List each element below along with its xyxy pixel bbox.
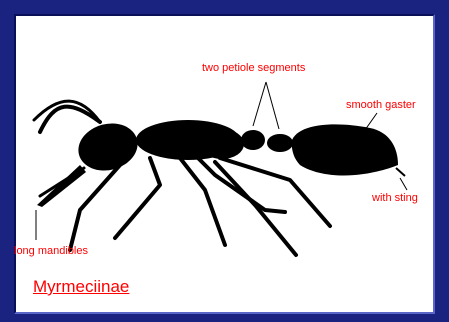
ant-sting xyxy=(396,168,405,176)
leg-front-2 xyxy=(115,158,160,238)
label-gaster: smooth gaster xyxy=(346,100,416,111)
pointer-sting xyxy=(400,178,407,190)
antenna-right xyxy=(34,101,100,122)
mandible-2 xyxy=(40,168,84,196)
ant-thorax-rear xyxy=(200,129,244,159)
label-petiole: two petiole segments xyxy=(202,63,305,74)
petiole-segment-2 xyxy=(267,134,293,152)
pointer-gaster xyxy=(365,113,377,130)
label-mandibles: long mandibles xyxy=(14,246,88,257)
pointer-petiole-1 xyxy=(253,82,266,126)
ant-gaster xyxy=(292,124,398,175)
petiole-segment-1 xyxy=(241,130,265,150)
diagram-title: Myrmeciinae xyxy=(33,278,129,295)
leg-mid-1 xyxy=(180,158,225,245)
label-sting: with sting xyxy=(372,193,418,204)
leg-hind-2 xyxy=(215,162,296,255)
pointer-petiole-2 xyxy=(266,82,279,129)
